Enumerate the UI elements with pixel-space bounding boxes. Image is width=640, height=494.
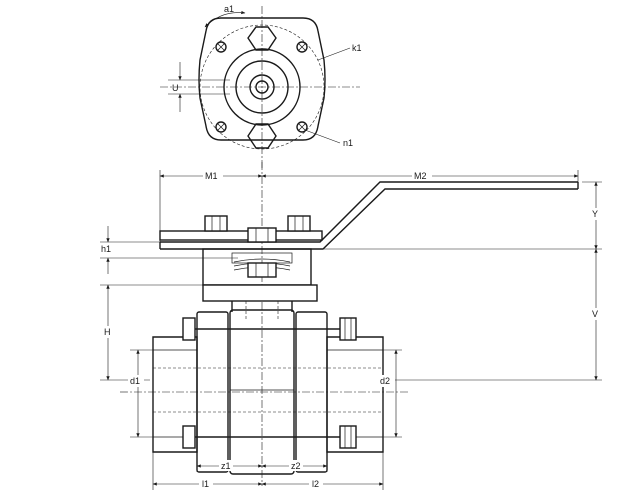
- label-H: H: [104, 327, 111, 337]
- label-n1: n1: [343, 138, 353, 148]
- label-k1: k1: [352, 43, 362, 53]
- label-d2: d2: [380, 376, 390, 386]
- bolt-hole: [296, 41, 308, 53]
- label-z1: z1: [221, 461, 231, 471]
- label-U: U: [172, 83, 179, 93]
- label-z2: z2: [291, 461, 301, 471]
- bolt-hole: [296, 121, 308, 133]
- label-M1: M1: [205, 171, 218, 181]
- label-M2: M2: [414, 171, 427, 181]
- label-Y: Y: [592, 209, 598, 219]
- label-l2: l2: [312, 479, 319, 489]
- front-view-valve: [120, 162, 579, 486]
- bolt-hole: [215, 121, 227, 133]
- top-view-flange: [160, 6, 360, 168]
- bolt-hole: [215, 41, 227, 53]
- label-h1: h1: [101, 244, 111, 254]
- label-d1: d1: [130, 376, 140, 386]
- label-a1: a1: [224, 4, 234, 14]
- label-l1: l1: [202, 479, 209, 489]
- label-V: V: [592, 309, 598, 319]
